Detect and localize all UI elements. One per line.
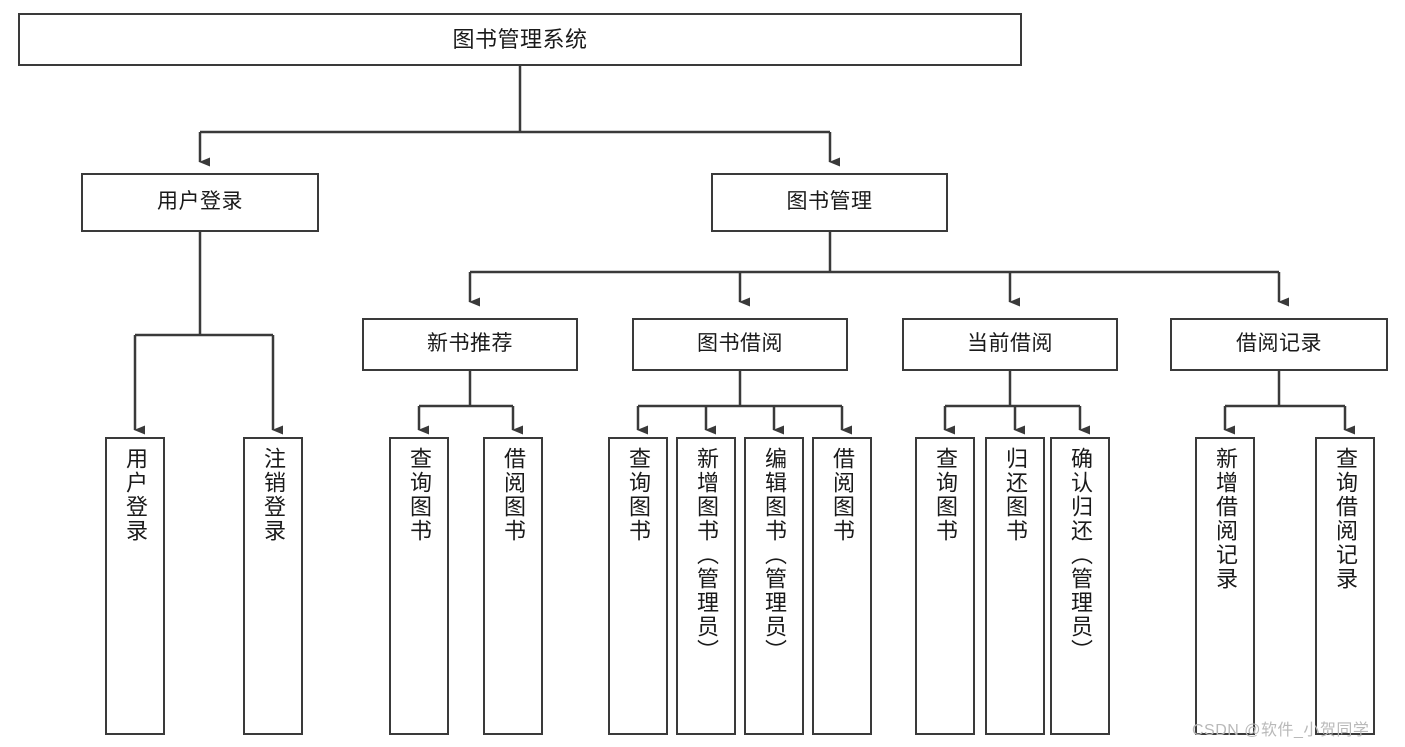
node-leaf-query-book-3[interactable]: 查询图书: [915, 437, 975, 735]
node-leaf-edit-book-admin[interactable]: 编辑图书（管理员）: [744, 437, 804, 735]
node-label: 借阅图书: [830, 447, 855, 543]
node-label: 查询图书: [933, 447, 958, 543]
node-label: 编辑图书（管理员）: [762, 447, 787, 663]
node-label: 新增借阅记录: [1213, 447, 1238, 591]
node-book-management[interactable]: 图书管理: [711, 173, 948, 232]
watermark: CSDN @软件_小贺同学: [1192, 722, 1370, 739]
node-leaf-borrow-book-1[interactable]: 借阅图书: [483, 437, 543, 735]
node-label: 查询图书: [407, 447, 432, 543]
node-user-login[interactable]: 用户登录: [81, 173, 319, 232]
node-label: 归还图书: [1003, 447, 1028, 543]
node-label: 新增图书（管理员）: [694, 447, 719, 663]
node-label: 借阅记录: [1236, 332, 1322, 356]
node-leaf-query-book-2[interactable]: 查询图书: [608, 437, 668, 735]
node-label: 图书管理: [786, 190, 873, 214]
node-root-system[interactable]: 图书管理系统: [18, 13, 1022, 66]
node-label: 图书借阅: [697, 332, 783, 356]
node-book-borrow[interactable]: 图书借阅: [632, 318, 848, 371]
node-leaf-user-login[interactable]: 用户登录: [105, 437, 165, 735]
node-leaf-query-borrow-record[interactable]: 查询借阅记录: [1315, 437, 1375, 735]
node-leaf-borrow-book-2[interactable]: 借阅图书: [812, 437, 872, 735]
node-label: 当前借阅: [967, 332, 1053, 356]
node-label: 注销登录: [261, 447, 286, 543]
node-label: 图书管理系统: [452, 26, 588, 52]
node-label: 新书推荐: [427, 332, 513, 356]
node-new-book-recommend[interactable]: 新书推荐: [362, 318, 578, 371]
node-label: 查询借阅记录: [1333, 447, 1358, 591]
node-label: 用户登录: [123, 447, 148, 543]
node-label: 查询图书: [626, 447, 651, 543]
node-leaf-return-book[interactable]: 归还图书: [985, 437, 1045, 735]
node-leaf-confirm-return-admin[interactable]: 确认归还（管理员）: [1050, 437, 1110, 735]
node-borrow-record[interactable]: 借阅记录: [1170, 318, 1388, 371]
node-label: 用户登录: [157, 190, 243, 214]
node-leaf-query-book-1[interactable]: 查询图书: [389, 437, 449, 735]
node-label: 借阅图书: [501, 447, 526, 543]
node-label: 确认归还（管理员）: [1068, 447, 1093, 663]
node-leaf-add-book-admin[interactable]: 新增图书（管理员）: [676, 437, 736, 735]
node-leaf-add-borrow-record[interactable]: 新增借阅记录: [1195, 437, 1255, 735]
node-current-borrow[interactable]: 当前借阅: [902, 318, 1118, 371]
node-leaf-user-logout[interactable]: 注销登录: [243, 437, 303, 735]
